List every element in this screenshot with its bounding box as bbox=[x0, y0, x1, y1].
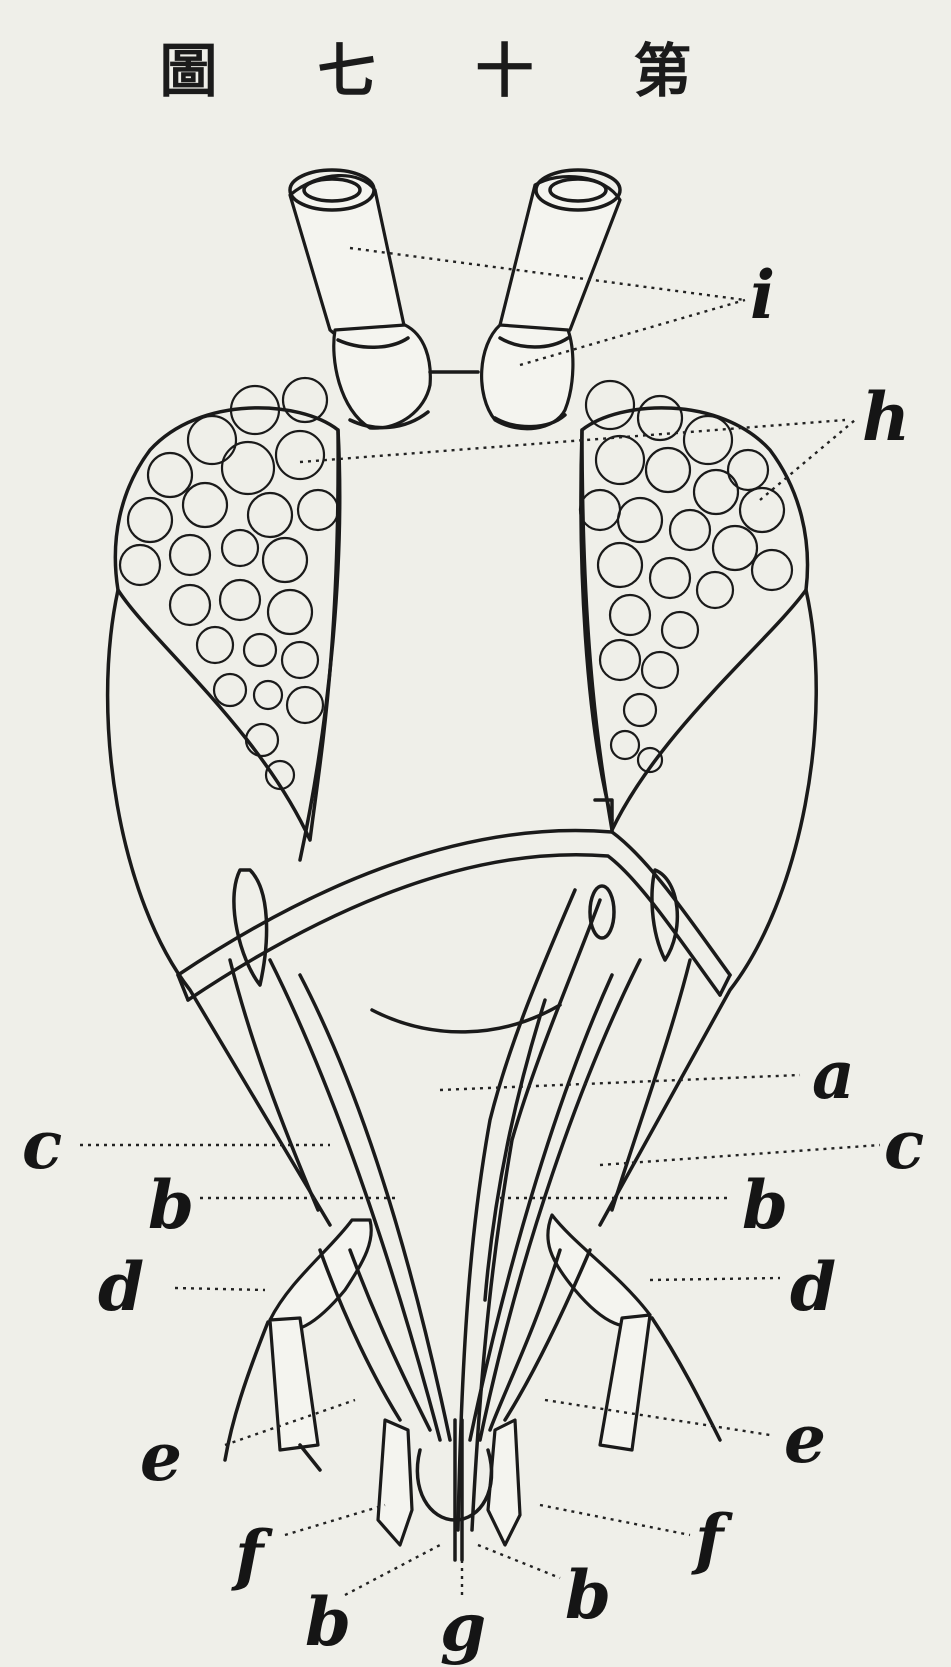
inner-edge-left bbox=[230, 960, 318, 1210]
label-g: g bbox=[440, 1588, 486, 1666]
lower-arc bbox=[372, 1005, 560, 1032]
label-b-left: b bbox=[148, 1166, 194, 1244]
leg-left bbox=[225, 1220, 371, 1470]
label-c-right: c bbox=[884, 1106, 924, 1184]
label-b-bottom-right: b bbox=[565, 1556, 611, 1634]
label-b-right: b bbox=[742, 1166, 788, 1244]
central-body bbox=[300, 430, 612, 860]
label-f-right: f bbox=[691, 1500, 733, 1578]
label-d-right: d bbox=[790, 1248, 836, 1326]
label-c-left: c bbox=[22, 1106, 62, 1184]
label-b-bottom-left: b bbox=[305, 1583, 351, 1661]
eye-stalk-left bbox=[290, 170, 430, 428]
label-a: a bbox=[812, 1036, 855, 1114]
label-i: i bbox=[750, 256, 775, 334]
label-e-right: e bbox=[784, 1400, 826, 1478]
label-h: h bbox=[862, 378, 910, 456]
transverse-band bbox=[178, 800, 730, 1000]
label-d-left: d bbox=[98, 1248, 144, 1326]
egg-mass-right bbox=[580, 381, 808, 830]
label-f-left: f bbox=[231, 1516, 273, 1594]
mouth-parts bbox=[320, 1250, 590, 1560]
egg-mass-left bbox=[115, 378, 338, 840]
loop-right bbox=[652, 870, 677, 960]
eye-stalk-right bbox=[482, 170, 620, 429]
label-e-left: e bbox=[140, 1418, 182, 1496]
